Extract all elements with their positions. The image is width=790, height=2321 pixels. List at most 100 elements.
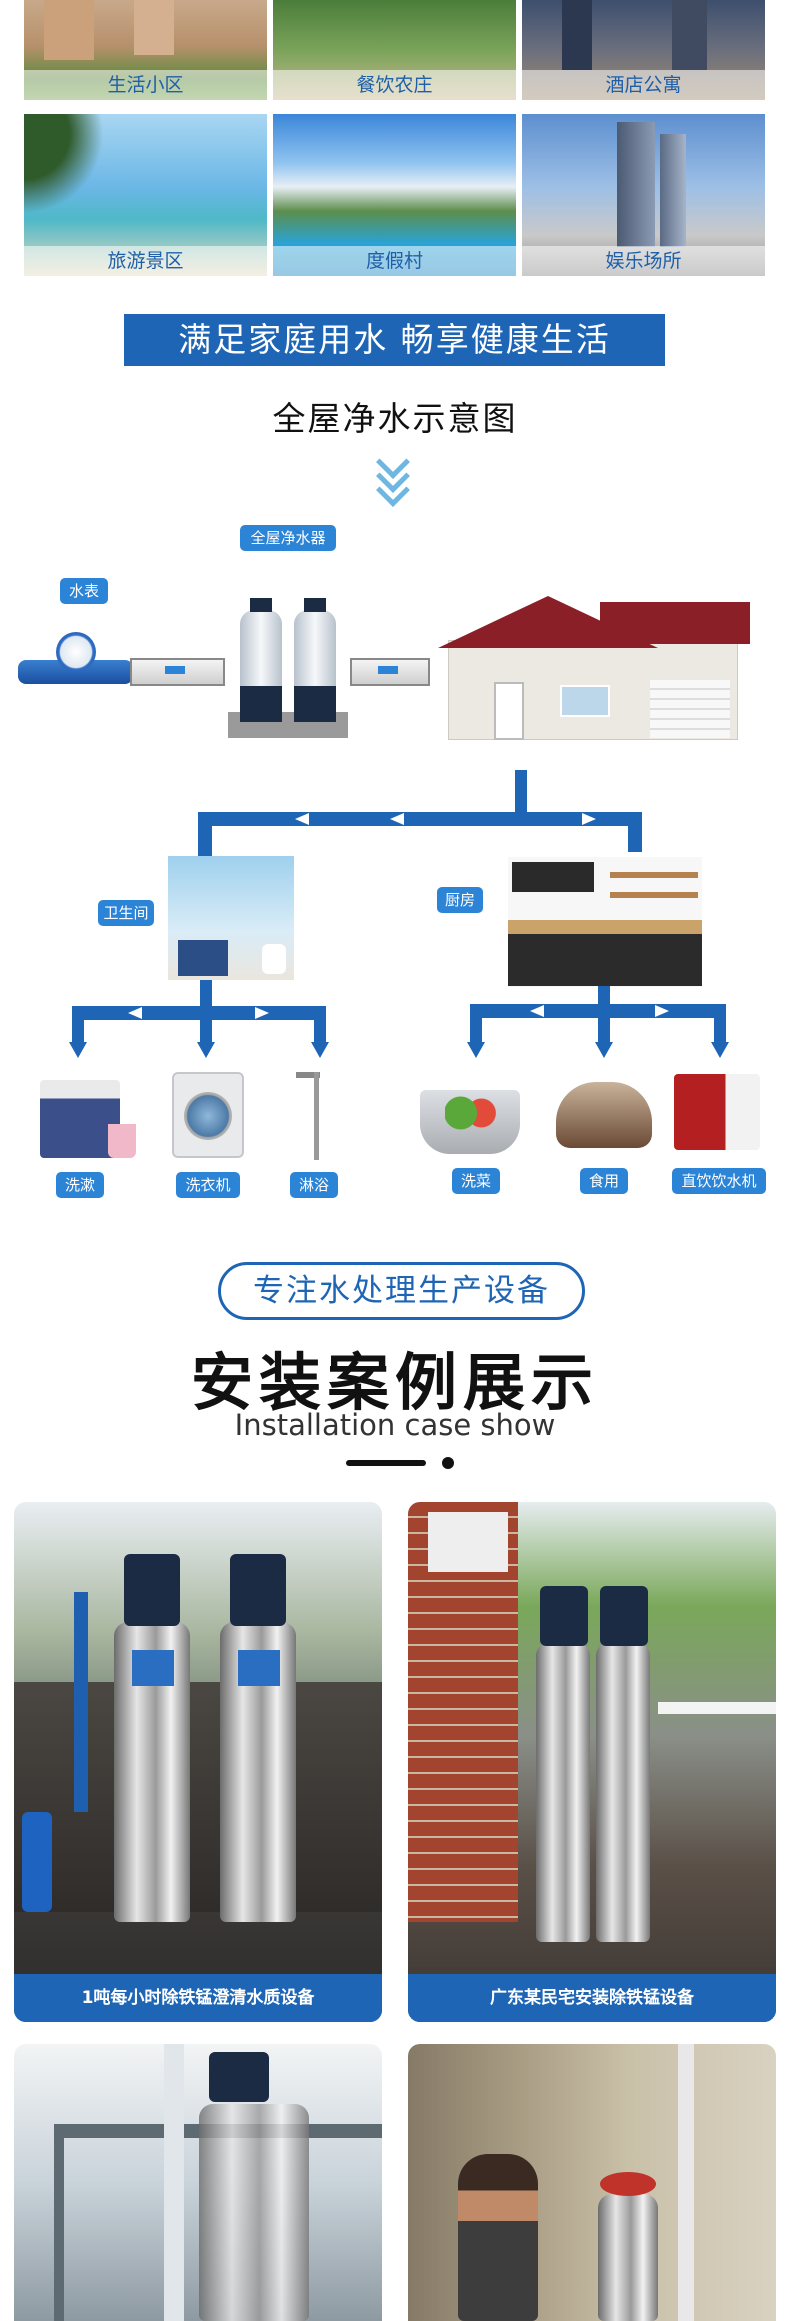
washbasin-icon [40, 1080, 120, 1158]
cup-icon [108, 1124, 136, 1158]
palm-shape [24, 114, 104, 214]
vegetables [445, 1096, 497, 1130]
brick-wall [408, 1502, 518, 1922]
purifier-tank-bottom [294, 686, 336, 722]
wall-pipe [678, 2044, 694, 2321]
scene-tile-resort: 度假村 [273, 114, 516, 276]
scene-caption: 餐饮农庄 [273, 70, 516, 100]
divider-dot [442, 1457, 454, 1469]
bathroom-tag: 卫生间 [98, 900, 154, 926]
pipe-vertical [164, 2044, 184, 2321]
flow-arrow-down [595, 1042, 613, 1058]
flow-arrow-left [128, 1007, 142, 1019]
water-meter-dial [56, 632, 96, 672]
flow-arrow-left [295, 813, 309, 825]
kitchen-shelf [610, 872, 698, 878]
kitchen-leg [470, 1004, 482, 1042]
water-dispenser-icon [674, 1074, 760, 1150]
scene-tile-scenic: 旅游景区 [24, 114, 267, 276]
scene-tile-entertainment: 娱乐场所 [522, 114, 765, 276]
purifier-tank-bottom [240, 686, 282, 722]
building-shape [672, 0, 707, 70]
shower-pipe [314, 1072, 319, 1160]
divider-bar [346, 1460, 426, 1466]
house-door [494, 682, 524, 740]
main-down-pipe [515, 770, 527, 812]
control-valve [230, 1554, 286, 1626]
ac-unit [428, 1512, 508, 1572]
pipe-arrow [165, 666, 185, 674]
flow-arrow-right [255, 1007, 269, 1019]
pipe-segment [130, 658, 225, 686]
house-garage [650, 680, 730, 738]
right-drop-pipe [628, 812, 642, 852]
scene-caption: 酒店公寓 [522, 70, 765, 100]
scene-caption: 娱乐场所 [522, 246, 765, 276]
flow-arrow-down [197, 1042, 215, 1058]
bath-leg [314, 1006, 326, 1042]
bathroom-toilet [262, 944, 286, 974]
section-pill: 专注水处理生产设备 [218, 1262, 585, 1320]
bath-leg [200, 1006, 212, 1042]
endpoint-tag-veg: 洗菜 [452, 1168, 500, 1194]
scene-tile-hotel: 酒店公寓 [522, 0, 765, 100]
red-cap [600, 2172, 656, 2196]
section-subtitle-en: Installation case show [234, 1408, 556, 1442]
main-branch-pipe [198, 812, 642, 826]
flow-arrow-down [711, 1042, 729, 1058]
scene-caption: 度假村 [273, 246, 516, 276]
meter-tag: 水表 [60, 578, 108, 604]
case-photo-1: 1吨每小时除铁锰澄清水质设备 [14, 1502, 382, 2022]
tank-label [132, 1650, 174, 1686]
case-photo-2: 广东某民宅安装除铁锰设备 [408, 1502, 776, 2022]
flow-arrow-left [390, 813, 404, 825]
pipe-segment [350, 658, 430, 686]
control-valve [209, 2052, 269, 2102]
flow-arrow-down [69, 1042, 87, 1058]
scene-tile-residential: 生活小区 [24, 0, 267, 100]
kitchen-lower-cabinet [508, 934, 702, 986]
kitchen-shelf [610, 892, 698, 898]
tower-shape [660, 134, 686, 247]
slogan-banner: 满足家庭用水 畅享健康生活 [124, 314, 665, 366]
kitchen-tag: 厨房 [437, 887, 483, 913]
white-pipe [658, 1702, 776, 1714]
kitchen-leg [598, 1004, 610, 1042]
kitchen-counter [508, 920, 702, 934]
blue-filter [22, 1812, 52, 1912]
case-photo-4 [408, 2044, 776, 2321]
tank-label [238, 1650, 280, 1686]
left-drop-pipe [198, 812, 212, 862]
scene-caption: 旅游景区 [24, 246, 267, 276]
kitchen-down-pipe [598, 986, 610, 1006]
bath-down-pipe [200, 980, 212, 1006]
endpoint-tag-washer: 洗衣机 [176, 1172, 240, 1198]
case-photo-3 [14, 2044, 382, 2321]
kitchen-leg [714, 1004, 726, 1042]
purifier-valve [304, 598, 326, 612]
house-window [560, 685, 610, 717]
building-shape [44, 0, 94, 60]
bathroom-tub [178, 940, 228, 976]
bath-leg [72, 1006, 84, 1042]
endpoint-tag-wash: 洗漱 [56, 1172, 104, 1198]
scene-tile-farm-restaurant: 餐饮农庄 [273, 0, 516, 100]
endpoint-tag-shower: 淋浴 [290, 1172, 338, 1198]
endpoint-tag-eat: 食用 [580, 1168, 628, 1194]
purifier-valve [250, 598, 272, 612]
control-valve [600, 1586, 648, 1646]
flow-arrow-right [655, 1005, 669, 1017]
tower-shape [617, 122, 655, 247]
flow-arrow-down [311, 1042, 329, 1058]
diagram-title: 全屋净水示意图 [272, 399, 518, 438]
blue-pipe [74, 1592, 88, 1812]
control-valve [124, 1554, 180, 1626]
case-caption: 广东某民宅安装除铁锰设备 [408, 1974, 776, 2022]
bath-branch-pipe [72, 1006, 326, 1020]
house-roof [600, 602, 750, 644]
filter-tank [199, 2104, 309, 2321]
endpoint-tag-dispenser: 直饮饮水机 [672, 1168, 766, 1194]
filter-tank [598, 2194, 658, 2321]
purifier-tag: 全屋净水器 [240, 525, 336, 551]
building-shape [562, 0, 592, 70]
